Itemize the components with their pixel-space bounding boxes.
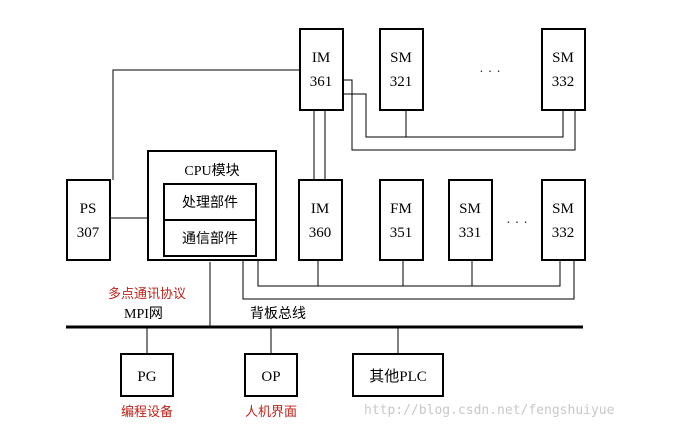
top-rail-outer [343, 79, 576, 151]
op-label: OP [261, 369, 280, 385]
ps307-line1: PS [80, 201, 97, 217]
sm331-line1: SM [459, 201, 481, 217]
im360-line2: 360 [309, 225, 332, 241]
bottom-rail-inner [257, 260, 561, 287]
device-op: OP [244, 353, 298, 397]
sm331-line2: 331 [459, 225, 482, 241]
cpu-processing-unit: 处理部件 [182, 195, 238, 211]
wire-ps-to-im361 [112, 69, 300, 180]
sm321-line1: SM [390, 50, 412, 66]
sm332-bottom-line1: SM [552, 201, 574, 217]
backplane-bus-label: 背板总线 [250, 306, 306, 322]
im361-line2: 361 [310, 74, 333, 90]
sm332-top-line1: SM [552, 50, 574, 66]
ps307-line2: 307 [77, 225, 100, 241]
connection-wires [112, 69, 576, 354]
module-sm332-top: SM 332 [541, 28, 586, 111]
other-plc-label: 其他PLC [369, 368, 427, 385]
cpu-communication-unit: 通信部件 [182, 231, 238, 247]
pg-caption: 编程设备 [121, 404, 173, 420]
sm332-bottom-line2: 332 [552, 225, 575, 241]
module-fm351: FM 351 [379, 179, 424, 261]
watermark: http://blog.csdn.net/fengshuiyue [364, 403, 615, 418]
module-sm331: SM 331 [448, 179, 493, 261]
module-sm321: SM 321 [379, 28, 424, 111]
bottom-rail-outer [242, 260, 575, 300]
sm332-top-line2: 332 [552, 74, 575, 90]
fm351-line1: FM [390, 201, 412, 217]
ellipsis-bottom: · · · [506, 213, 528, 229]
pg-label: PG [137, 369, 156, 385]
module-im360: IM 360 [298, 179, 343, 261]
mpi-protocol-label: 多点通讯协议 [108, 286, 186, 302]
sm321-line2: 321 [390, 74, 413, 90]
im361-line1: IM [312, 50, 330, 66]
module-im361: IM 361 [299, 28, 344, 111]
op-caption: 人机界面 [245, 405, 297, 420]
module-sm332-bottom: SM 332 [541, 179, 586, 261]
cpu-module: CPU模块 处理部件 通信部件 [147, 150, 277, 261]
device-other-plc: 其他PLC [352, 353, 444, 397]
mpi-network-label: MPI网 [124, 307, 163, 322]
ellipsis-top: · · · [479, 62, 501, 78]
top-rail-inner [343, 93, 564, 138]
fm351-line2: 351 [390, 225, 413, 241]
device-pg: PG [120, 353, 174, 397]
cpu-title: CPU模块 [184, 163, 239, 179]
module-ps307: PS 307 [66, 179, 111, 261]
im360-line1: IM [311, 201, 329, 217]
